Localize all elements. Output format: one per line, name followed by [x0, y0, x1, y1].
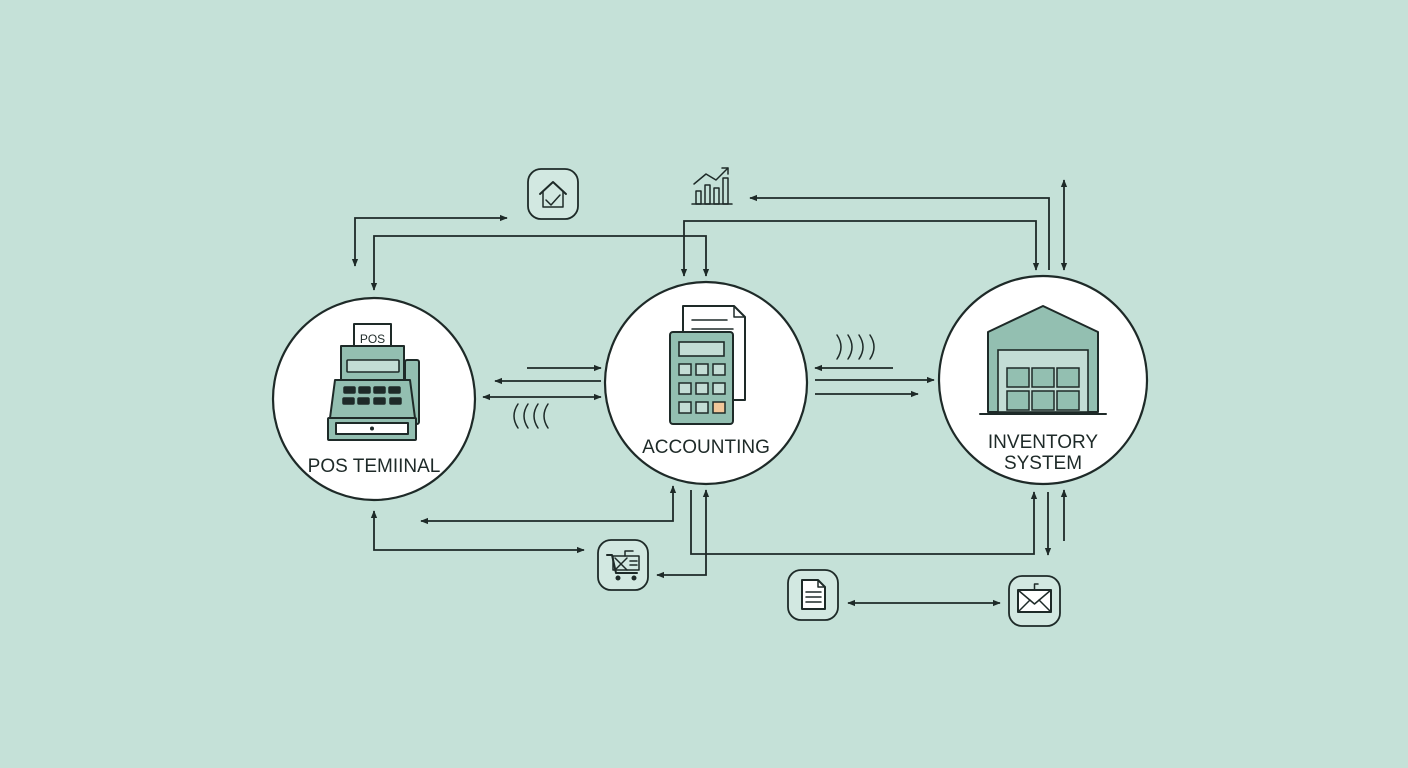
node-accounting	[603, 280, 809, 486]
pos-screen-text: POS	[360, 332, 385, 346]
node-inventory-system	[937, 274, 1149, 486]
flow-inventory-to-chart	[749, 194, 1050, 270]
delivery-cart-icon	[597, 539, 649, 591]
flow-accounting-to-cart	[656, 489, 710, 579]
document-icon	[787, 569, 839, 621]
envelope-icon	[1008, 575, 1061, 627]
accounting-label: ACCOUNTING	[642, 437, 770, 458]
bar-chart-growth-icon	[691, 167, 733, 205]
flow-accounting-to-inventory-top	[680, 220, 1040, 277]
flow-pos-top-out	[351, 214, 508, 267]
calculator-document-icon	[669, 305, 746, 425]
warehouse-icon	[979, 305, 1107, 415]
flow-accounting-to-inventory-bottom	[690, 490, 1038, 555]
cash-register-icon	[327, 323, 420, 441]
wireless-right-icon	[836, 334, 875, 360]
connectors	[351, 179, 1068, 607]
node-pos-terminal	[271, 296, 477, 502]
flow-accounting-to-pos-bottom	[420, 485, 677, 525]
flow-pos-to-accounting-top	[370, 235, 710, 291]
wireless-left-icon	[513, 403, 549, 429]
keypad	[342, 386, 402, 405]
warehouse-boxes	[1006, 367, 1080, 411]
pos-terminal-label: POS TEMIINAL	[307, 456, 441, 477]
inventory-system-label: INVENTORY SYSTEM	[987, 432, 1099, 474]
flow-pos-to-cart	[370, 510, 585, 554]
home-check-icon	[527, 168, 579, 220]
calculator-keys	[678, 363, 726, 414]
